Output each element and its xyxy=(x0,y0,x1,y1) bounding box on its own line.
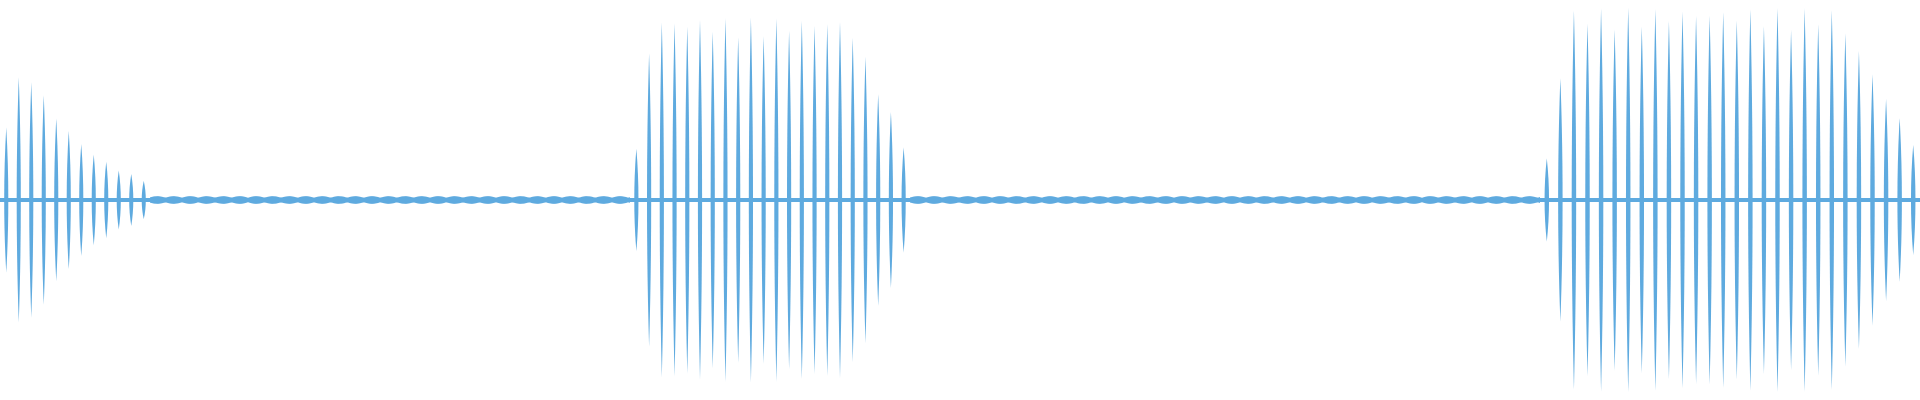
waveform-layer xyxy=(0,8,1920,392)
waveform-center-band xyxy=(630,198,910,202)
waveform-quiet-segment xyxy=(150,196,630,204)
waveform-center-band xyxy=(0,198,150,202)
waveform-center-band xyxy=(1540,198,1920,202)
waveform-quiet-segment xyxy=(910,196,1540,204)
